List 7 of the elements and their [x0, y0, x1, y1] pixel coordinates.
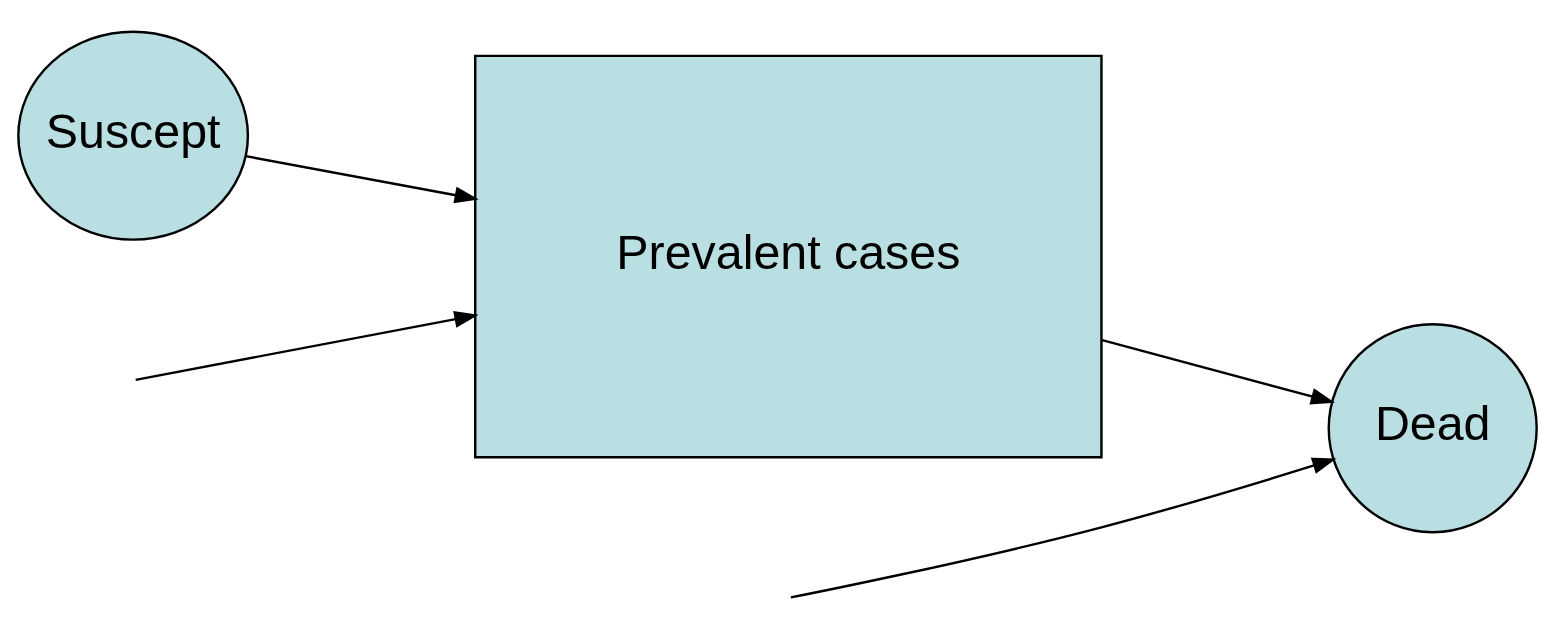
- arrow: [1101, 338, 1335, 405]
- node-circle: Suscept: [17, 29, 250, 241]
- arrow: [135, 310, 479, 381]
- node-circle: Dead: [1327, 322, 1538, 533]
- arrow: [790, 457, 1337, 599]
- node-box: Prevalent cases: [474, 54, 1103, 458]
- arrow: [245, 154, 479, 203]
